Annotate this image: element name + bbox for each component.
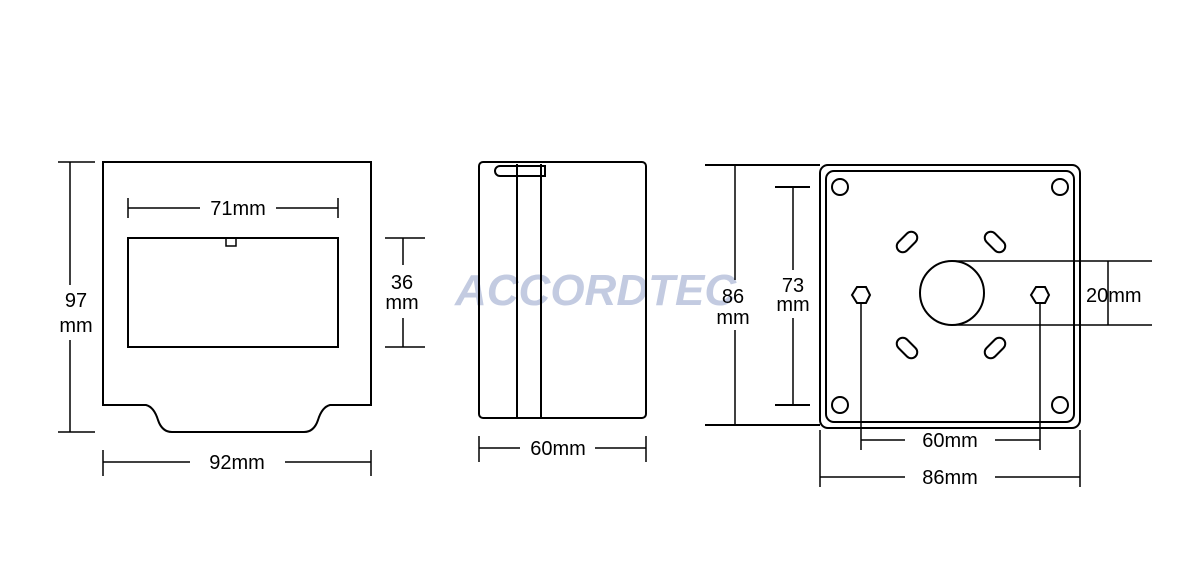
hex-hole xyxy=(1029,286,1051,304)
front-view: 71mm 97 mm 36 mm 92mm xyxy=(58,161,425,476)
mounting-slot xyxy=(983,336,1007,360)
back-height-unit-label: mm xyxy=(716,307,749,329)
mounting-slot xyxy=(983,230,1007,254)
back-outline xyxy=(819,164,1081,429)
center-hole xyxy=(919,260,985,326)
back-height-label: 86 xyxy=(722,286,744,308)
watermark-logo: ACCORDTEC xyxy=(454,266,737,315)
back-view: 60mm 86mm 86 mm 73 mm 20mm xyxy=(705,164,1152,489)
height-unit-label: mm xyxy=(59,315,92,337)
window-width-label: 71mm xyxy=(210,198,266,220)
corner-hole xyxy=(1051,178,1069,196)
hole-spacing-vertical-unit-label: mm xyxy=(776,294,809,316)
hex-hole xyxy=(850,286,872,304)
depth-label: 60mm xyxy=(530,438,586,460)
hole-spacing-horizontal-label: 60mm xyxy=(922,430,978,452)
side-outline xyxy=(478,161,647,419)
height-label: 97 xyxy=(65,290,87,312)
back-width-label: 86mm xyxy=(922,467,978,489)
mounting-slot xyxy=(895,336,919,360)
corner-hole xyxy=(1051,396,1069,414)
front-window xyxy=(127,237,339,348)
hole-spacing-vertical-label: 73 xyxy=(782,275,804,297)
corner-hole xyxy=(831,178,849,196)
center-hole-label: 20mm xyxy=(1086,285,1142,307)
width-label: 92mm xyxy=(209,452,265,474)
corner-hole xyxy=(831,396,849,414)
window-tab xyxy=(225,237,237,247)
window-height-unit-label: mm xyxy=(385,292,418,314)
mounting-slot xyxy=(895,230,919,254)
front-outline xyxy=(102,161,372,433)
window-height-label: 36 xyxy=(391,272,413,294)
side-slot xyxy=(494,165,546,177)
side-view: 60mm xyxy=(478,161,647,462)
